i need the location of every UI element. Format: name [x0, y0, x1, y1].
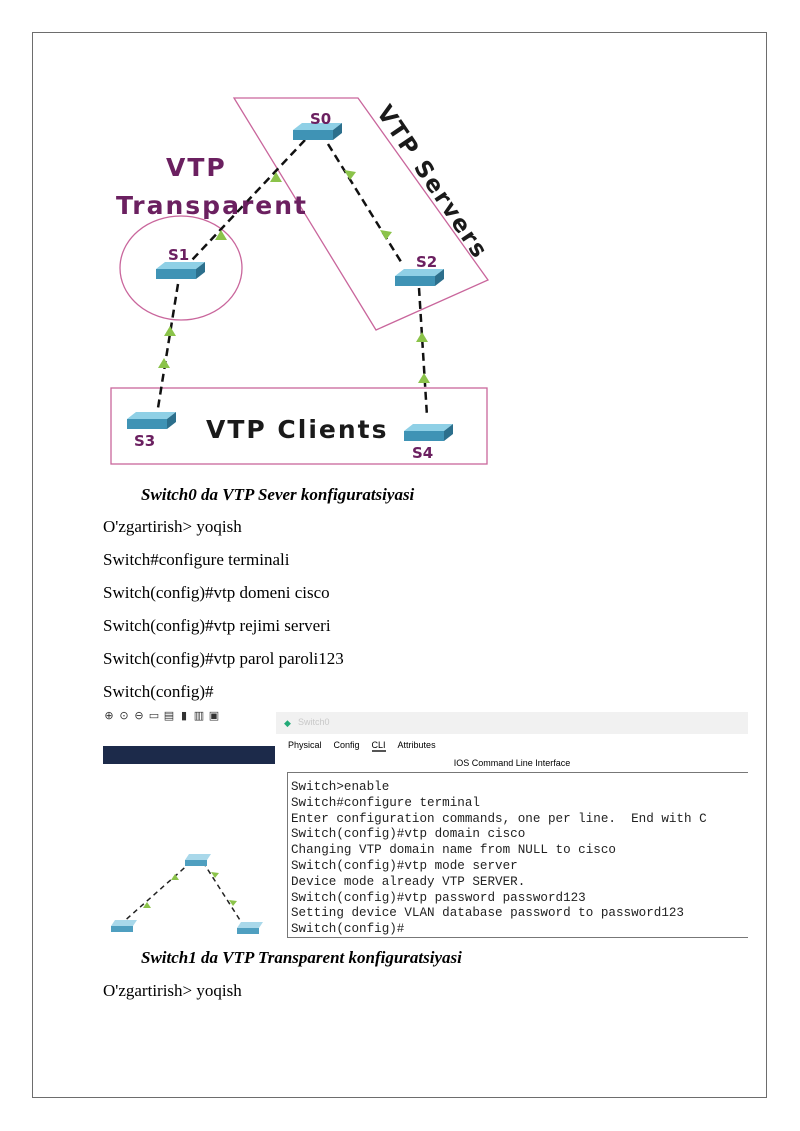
section2-caption: Switch1 da VTP Transparent konfiguratsiy… — [141, 948, 462, 967]
link-s0-s2 — [326, 143, 405, 266]
tab-config[interactable]: Config — [333, 740, 360, 750]
page-frame — [32, 32, 767, 1098]
switch-label-s1: S1 — [168, 246, 189, 264]
vtp-transparent-label-2: Transparent — [116, 191, 308, 220]
link-arrow — [270, 172, 282, 182]
vtp-transparent-group — [119, 215, 243, 321]
terminal-line: Switch(config)#vtp password password123 — [291, 890, 586, 905]
switch-label-s3: S3 — [134, 432, 155, 450]
switch-label-s0: S0 — [310, 110, 331, 128]
vtp-transparent-label-1: VTP — [166, 153, 227, 182]
terminal-line: Switch(config)#vtp mode server — [291, 858, 518, 873]
link-arrow — [344, 170, 356, 180]
link-arrow — [158, 358, 170, 368]
switch-label-s4: S4 — [412, 444, 433, 462]
section1-caption: Switch0 da VTP Sever konfiguratsiyasi — [141, 485, 415, 504]
cli-terminal[interactable]: Switch>enable Switch#configure terminal … — [287, 772, 748, 938]
tab-physical[interactable]: Physical — [288, 740, 322, 750]
config-line: Switch(config)# — [103, 682, 214, 701]
switch-icon-s0 — [293, 123, 342, 140]
pt-mini-topology — [111, 854, 263, 934]
terminal-line: Changing VTP domain name from NULL to ci… — [291, 843, 616, 858]
config-line: Switch#configure terminali — [103, 550, 290, 569]
document-icon: ▮ — [180, 709, 188, 722]
config-line: O'zgartirish> yoqish — [103, 981, 242, 1000]
terminal-line: Switch#configure terminal — [291, 795, 480, 810]
terminal-line: Setting device VLAN database password to… — [291, 906, 684, 921]
vtp-servers-group — [232, 97, 489, 331]
vtp-topology-diagram: S0 S1 S2 S3 S4 VTP Transparent VTP Serve… — [110, 97, 493, 465]
config-line: O'zgartirish> yoqish — [103, 517, 242, 536]
cli-titlebar: ◆ Switch0 — [276, 712, 748, 734]
link-arrow — [215, 230, 227, 240]
vtp-clients-group — [110, 387, 488, 465]
terminal-line: Switch(config)# — [291, 922, 405, 937]
cli-window: ◆ Switch0 Physical Config CLI Attributes… — [276, 712, 748, 938]
switch-icon-s1 — [156, 262, 205, 279]
link-arrow — [380, 230, 392, 240]
terminal-line: Switch>enable — [291, 780, 390, 794]
cli-heading: IOS Command Line Interface — [453, 758, 571, 768]
switch-label-s2: S2 — [416, 253, 437, 271]
vtp-clients-label: VTP Clients — [206, 415, 389, 444]
rectangle-icon: ▭ — [148, 709, 160, 722]
config-line: Switch(config)#vtp parol paroli123 — [103, 649, 344, 668]
palette-icon: ▥ — [193, 709, 205, 722]
link-s1-s3 — [156, 283, 180, 409]
link-arrow — [418, 373, 430, 383]
notes-icon: ▤ — [163, 709, 175, 722]
config-line: Switch(config)#vtp domeni cisco — [103, 583, 330, 602]
terminal-line: Device mode already VTP SERVER. — [291, 874, 526, 889]
switch-icon — [111, 920, 137, 926]
terminal-line: Switch(config)#vtp domain cisco — [291, 827, 526, 842]
zoom-reset-icon: ⊙ — [119, 709, 129, 722]
device-tabs: Physical Config CLI Attributes — [288, 740, 436, 752]
zoom-in-icon: ⊕ — [104, 709, 114, 722]
pt-workspace-bar — [103, 746, 275, 764]
terminal-line: Enter configuration commands, one per li… — [291, 811, 707, 826]
pt-workspace — [103, 746, 275, 936]
tab-cli[interactable]: CLI — [371, 740, 386, 752]
switch-icon — [237, 922, 263, 928]
link-arrow — [164, 326, 176, 336]
switch-icon-s2 — [395, 269, 444, 286]
link-arrow — [416, 332, 428, 342]
switch-icon-s4 — [404, 424, 453, 441]
vtp-servers-label: VTP Servers — [371, 101, 493, 264]
image-icon: ▣ — [208, 709, 220, 722]
switch-icon — [185, 854, 211, 860]
app-icon: ◆ — [284, 718, 291, 728]
link-s2-s4 — [417, 287, 429, 417]
zoom-out-icon: ⊖ — [134, 709, 144, 722]
pt-toolbar: ⊕ ⊙ ⊖ ▭ ▤ ▮ ▥ ▣ — [103, 708, 220, 724]
link-s0-s1 — [191, 139, 306, 261]
config-line: Switch(config)#vtp rejimi serveri — [103, 616, 331, 635]
window-title: Switch0 — [298, 717, 330, 727]
switch-icon-s3 — [127, 412, 176, 429]
tab-attributes[interactable]: Attributes — [397, 740, 436, 750]
